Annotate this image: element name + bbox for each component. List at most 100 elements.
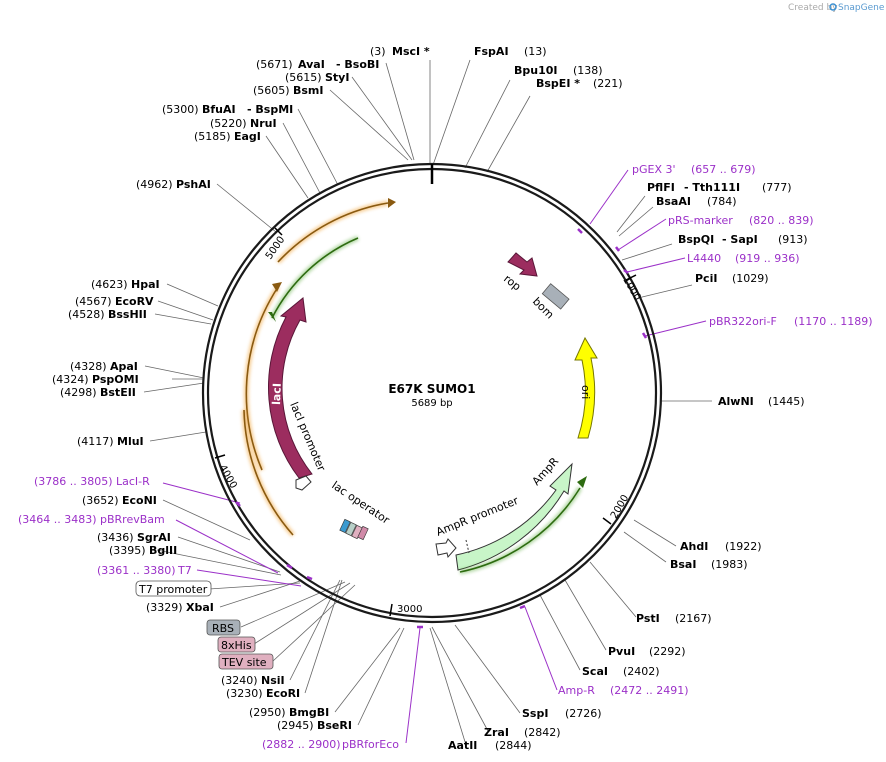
site-pos: (138)	[573, 64, 603, 77]
tick-label-3000: 3000	[397, 604, 422, 615]
site-name: SspI	[522, 707, 548, 720]
site-pos: (2844)	[495, 739, 532, 752]
site-pos: (4324)	[52, 373, 89, 386]
site-name: BseRI	[317, 719, 352, 732]
primer-name: L4440	[687, 252, 721, 265]
site-pos: (913)	[778, 233, 808, 246]
site-pos: (2842)	[524, 726, 561, 739]
site-pos: (5220)	[210, 117, 247, 130]
site-name: - BsoBI	[336, 58, 379, 71]
his-tag-label: 8xHis	[221, 639, 252, 652]
site-pos: (3230)	[226, 687, 263, 700]
site-pos: (3436)	[97, 531, 134, 544]
site-pos: (5185)	[194, 130, 231, 143]
site-name: ApaI	[110, 360, 138, 373]
primer-range: (3464 .. 3483)	[18, 513, 97, 526]
site-name: PflFI	[647, 181, 675, 194]
site-pos: (777)	[762, 181, 792, 194]
credit-brand: SnapGene	[838, 3, 885, 13]
site-pos: (4567)	[75, 295, 112, 308]
primer-name: pGEX 3'	[632, 163, 676, 176]
site-pos: (3)	[370, 45, 386, 58]
site-pos: (221)	[593, 77, 623, 90]
laci-label: lacI	[270, 383, 284, 405]
site-name: PciI	[695, 272, 717, 285]
site-name: HpaI	[131, 278, 160, 291]
ori-label: ori	[579, 385, 592, 399]
site-pos: (1922)	[725, 540, 762, 553]
lacI-arrow: lacI	[268, 297, 313, 479]
rop-label: rop	[501, 272, 523, 293]
primer-range: (3786 .. 3805)	[34, 475, 113, 488]
feature-boxes: T7 promoter RBS 8xHis TEV site	[135, 580, 274, 670]
rop-arrow	[507, 252, 538, 277]
site-pos: (4623)	[91, 278, 128, 291]
primer-range: (820 .. 839)	[749, 214, 814, 227]
site-name: AatII	[448, 739, 477, 752]
site-pos: (3652)	[82, 494, 119, 507]
site-pos: (2726)	[565, 707, 602, 720]
site-pos: (4962)	[136, 178, 173, 191]
primer-name: pBRforEco	[342, 738, 399, 751]
site-pos: (5605)	[253, 84, 290, 97]
site-name: PspOMI	[92, 373, 139, 386]
site-name: XbaI	[186, 601, 214, 614]
snapgene-logo-icon	[829, 3, 837, 11]
site-pos: (1445)	[768, 395, 805, 408]
rbs-box	[206, 619, 241, 636]
site-pos: (2402)	[623, 665, 660, 678]
primer-range: (2472 .. 2491)	[610, 684, 689, 697]
primer-range: (2882 .. 2900)	[262, 738, 341, 751]
site-pos: (4298)	[60, 386, 97, 399]
primer-range: (919 .. 936)	[735, 252, 800, 265]
site-pos: (2950)	[249, 706, 286, 719]
t7-promoter-label: T7 promoter	[138, 583, 208, 596]
site-pos: (4328)	[70, 360, 107, 373]
ampr-promoter-label: AmpR promoter	[434, 494, 520, 539]
site-name: BspEI *	[536, 77, 580, 90]
site-name: BspQI	[678, 233, 714, 246]
plasmid-name: E67K SUMO1	[388, 382, 475, 396]
site-name: - SapI	[722, 233, 758, 246]
tev-site-box	[218, 653, 274, 670]
tick-label-2000: 2000	[609, 493, 631, 521]
site-name: BssHII	[108, 308, 147, 321]
right-site-labels: (3) MscI * FspAI (13) Bpu10I (138) BspEI…	[370, 45, 808, 752]
ampr-arrow: AmpR AmpR promoter	[434, 455, 587, 575]
site-pos: (3329)	[146, 601, 183, 614]
site-name: - BspMI	[247, 103, 293, 116]
site-name: EcoRV	[115, 295, 154, 308]
primer-name: pBRrevBam	[100, 513, 165, 526]
site-pos: (3395)	[109, 544, 146, 557]
lac-operator-label: lac operator	[329, 479, 392, 527]
his-tag-box	[217, 636, 256, 653]
plasmid-length: 5689 bp	[411, 398, 452, 409]
ori-arrow: ori	[574, 336, 598, 439]
tick-label-1000: 1000	[620, 275, 642, 303]
site-name: FspAI	[474, 45, 509, 58]
site-name: PstI	[636, 612, 660, 625]
site-pos: (1029)	[732, 272, 769, 285]
primer-marks	[235, 228, 648, 629]
site-name: EcoNI	[122, 494, 157, 507]
site-pos: (13)	[524, 45, 547, 58]
lac-operator-feature: lac operator	[329, 479, 392, 541]
site-name: BstEII	[100, 386, 136, 399]
site-pos: (4528)	[68, 308, 105, 321]
primer-range: (1170 .. 1189)	[794, 315, 873, 328]
site-name: PvuI	[608, 645, 635, 658]
site-name: BmgBI	[289, 706, 329, 719]
site-pos: (784)	[707, 195, 737, 208]
left-site-labels: (5671) AvaI - BsoBI (5615) StyI (5605) B…	[52, 58, 379, 732]
site-pos: (3240)	[221, 674, 258, 687]
primer-name: Amp-R	[558, 684, 595, 697]
site-name: NsiI	[261, 674, 285, 687]
primer-range: (657 .. 679)	[691, 163, 756, 176]
primer-leader-lines	[162, 169, 707, 744]
site-name: MscI *	[392, 45, 430, 58]
position-ticks	[214, 227, 637, 617]
snapgene-credit: Created by SnapGene	[788, 3, 885, 13]
site-name: StyI	[325, 71, 349, 84]
site-name: ScaI	[582, 665, 608, 678]
site-leader-lines	[143, 59, 712, 746]
